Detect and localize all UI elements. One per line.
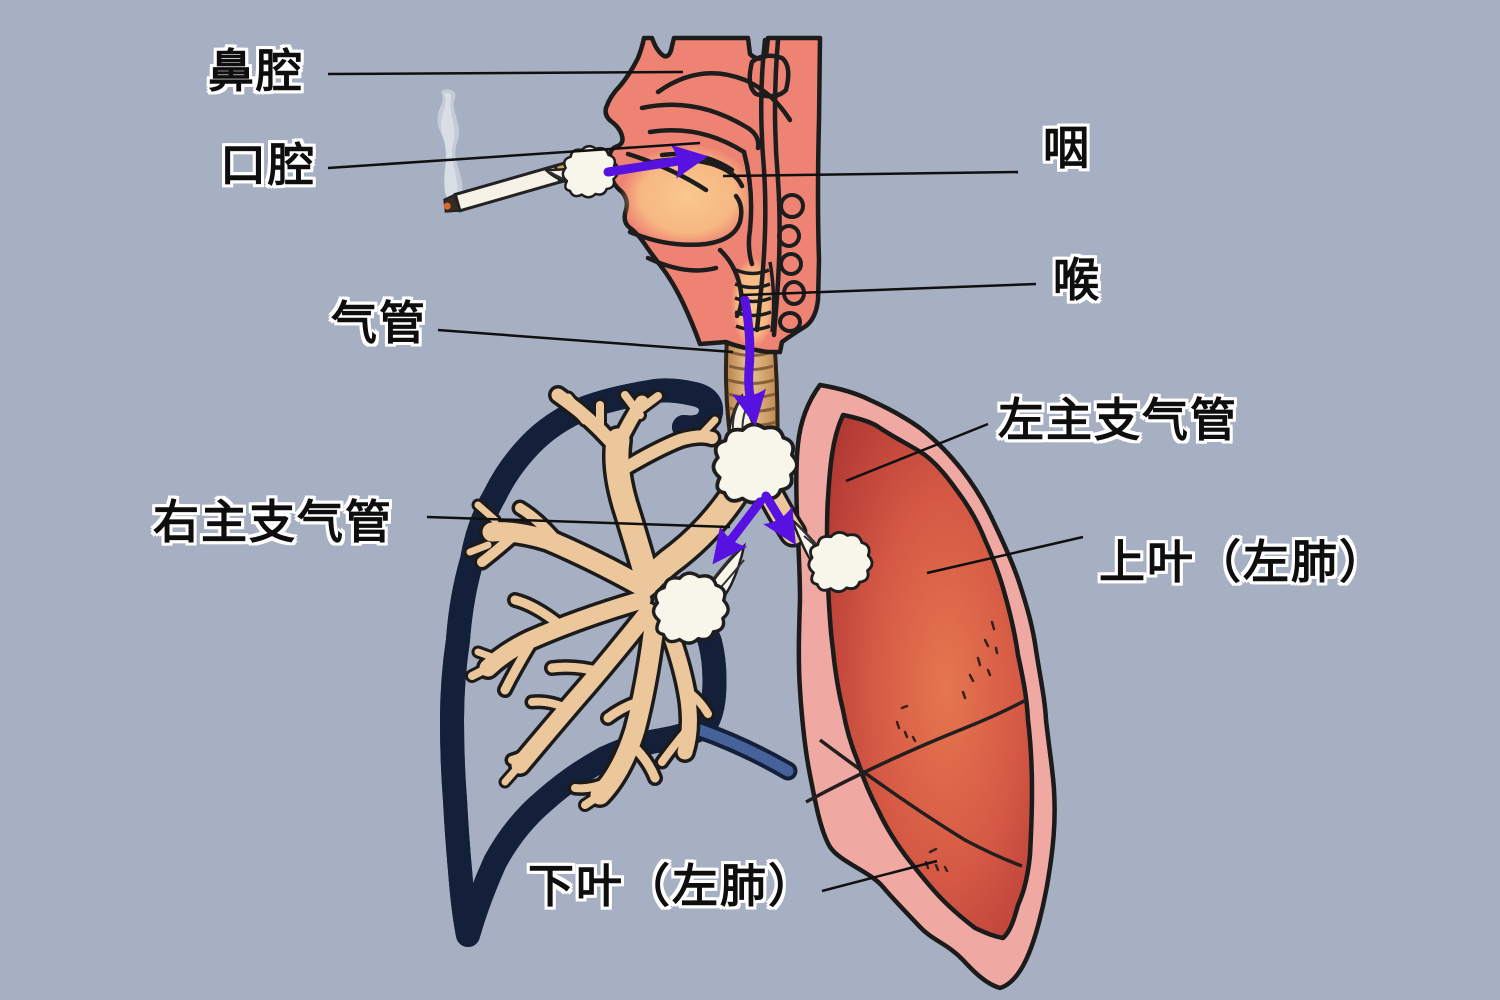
leader-oral-cavity xyxy=(327,141,701,170)
label-nasal-cavity: 鼻腔 xyxy=(208,44,304,98)
label-right-main-bronchus: 右主支气管 xyxy=(153,495,393,549)
left-lung-stipple xyxy=(895,620,999,873)
bronchial-tree xyxy=(463,385,808,812)
arrow-right-bronchus xyxy=(712,497,765,565)
label-upper-lobe-left-lung: 上叶（左肺） xyxy=(1099,535,1387,589)
vertebrae xyxy=(777,193,806,333)
left-lung xyxy=(794,382,1057,991)
cigarette-body xyxy=(453,163,562,213)
left-lung-fissures xyxy=(805,698,1027,868)
leader-nasal-cavity xyxy=(327,70,684,76)
arrow-left-bronchus xyxy=(761,491,796,546)
leader-pharynx xyxy=(722,170,1019,178)
label-pharynx: 咽 xyxy=(1043,121,1091,175)
arrow-into-mouth xyxy=(603,144,709,179)
label-lower-lobe-left-lung: 下叶（左肺） xyxy=(528,859,816,913)
leader-left-main-bronchus xyxy=(845,422,989,483)
leader-right-main-bronchus xyxy=(426,515,731,529)
smoke-puff-left-lung xyxy=(807,530,874,594)
label-trachea: 气管 xyxy=(331,296,427,350)
label-left-main-bronchus: 左主支气管 xyxy=(998,393,1238,447)
leader-trachea xyxy=(437,328,734,354)
leader-lines xyxy=(327,70,1084,893)
head-section xyxy=(603,35,823,355)
label-oral-cavity: 口腔 xyxy=(220,138,316,192)
smoke-puff-carina xyxy=(711,422,799,505)
cigarette-smoke-wisp xyxy=(437,89,463,207)
leader-lower-lobe xyxy=(821,859,938,893)
arrow-down-trachea xyxy=(732,295,767,427)
smoke-puff-right-bronchus xyxy=(651,571,730,645)
leader-larynx xyxy=(741,282,1037,297)
label-larynx: 喉 xyxy=(1053,253,1101,307)
smoke-path-arrows xyxy=(603,144,796,565)
leader-upper-lobe xyxy=(926,535,1084,575)
cigarette-ember xyxy=(443,202,451,210)
